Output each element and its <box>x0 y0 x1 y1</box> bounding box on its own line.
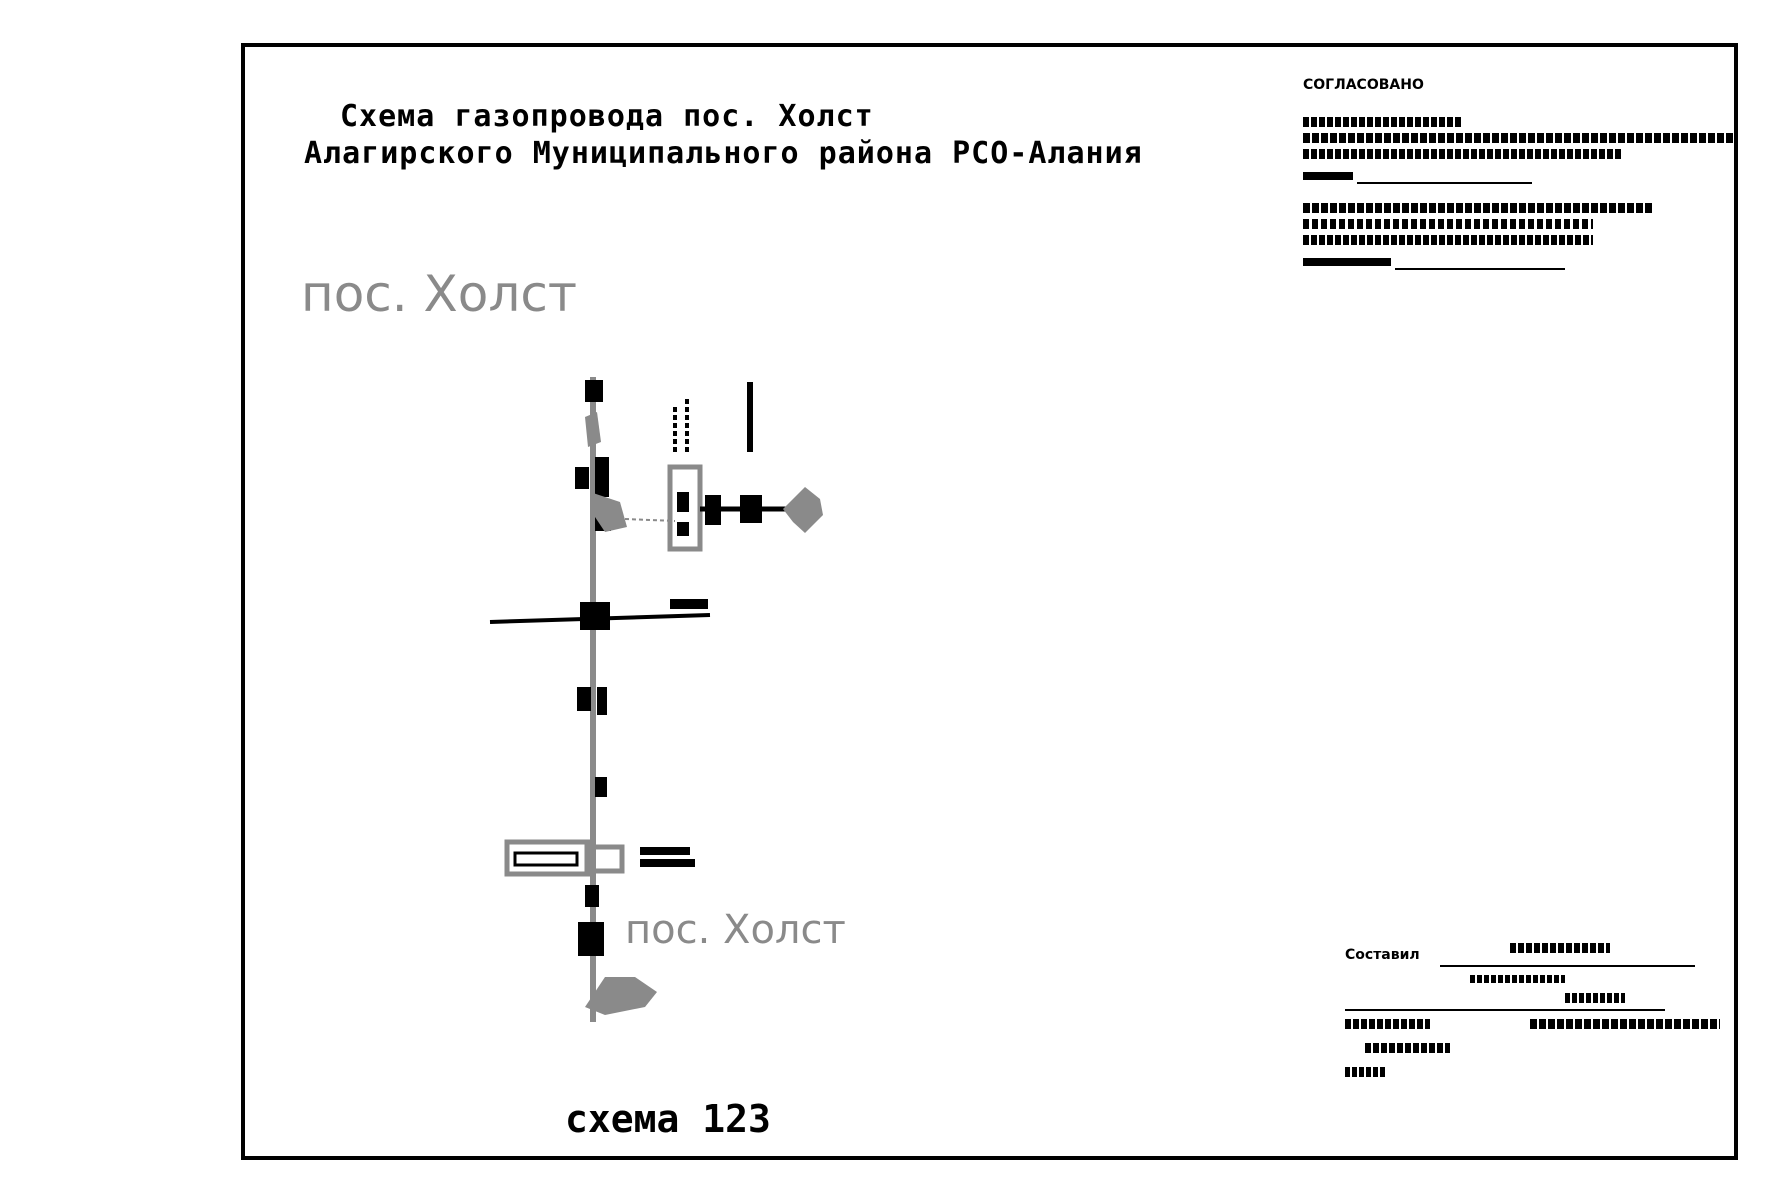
compiled-name-row <box>1345 993 1725 1019</box>
approval-illegible-line <box>1303 203 1653 213</box>
village-label-top: пос. Холст <box>301 265 577 323</box>
pipeline-schematic <box>489 377 823 1022</box>
compiled-row: Составил <box>1345 943 1725 971</box>
pipe-blob <box>585 412 601 447</box>
branch-node <box>705 495 721 525</box>
compiled-date-row <box>1345 1019 1725 1043</box>
approval-block: СОГЛАСОВАНО <box>1303 77 1733 270</box>
compiled-position-row <box>1345 971 1725 995</box>
bottom-regulator-box-2 <box>584 844 625 874</box>
branch-pipe-dashed <box>624 518 676 522</box>
bottom-regulator-inner <box>513 851 579 867</box>
pipe-blob <box>590 492 627 532</box>
approval-heading: СОГЛАСОВАНО <box>1303 77 1424 93</box>
bottom-regulator-label <box>640 859 695 867</box>
compiled-illegible-text <box>1345 1067 1385 1077</box>
pipe-end-blob <box>585 977 657 1015</box>
approval-illegible-line <box>1303 117 1463 127</box>
village-label-bottom: пос. Холст <box>625 907 846 953</box>
approval-illegible-line <box>1303 235 1593 245</box>
compiled-illegible-text <box>1365 1043 1450 1053</box>
regulator-box-inner <box>677 492 689 512</box>
pipe-node <box>585 885 599 907</box>
compiled-block: Составил <box>1345 943 1725 1091</box>
regulator-box-inner <box>677 522 689 536</box>
compiled-illegible-text <box>1470 975 1565 983</box>
junction-node <box>580 602 610 630</box>
approval-illegible-line <box>1303 149 1623 159</box>
pipe-node <box>585 380 603 402</box>
pipe-node <box>577 687 591 711</box>
title-line-2: Алагирского Муниципального района РСО-Ал… <box>304 136 1143 171</box>
compiled-extra-row <box>1345 1043 1725 1067</box>
compiled-illegible-text <box>1530 1019 1720 1029</box>
pipe-node <box>597 687 607 715</box>
junction-node-label <box>670 599 708 609</box>
approval-signature-line <box>1303 165 1733 184</box>
compiled-illegible-text <box>1565 993 1625 1003</box>
approval-signatory-1 <box>1303 117 1733 184</box>
pipe-node <box>595 777 607 797</box>
approval-signatory-2 <box>1303 203 1733 270</box>
compiled-extra-row <box>1345 1067 1725 1091</box>
compiled-illegible-text <box>1510 943 1610 953</box>
compiled-label: Составил <box>1345 947 1420 963</box>
approval-illegible-line <box>1303 219 1593 229</box>
bottom-regulator-label <box>640 847 690 855</box>
branch-end-blob <box>783 487 823 533</box>
title-line-1: Схема газопровода пос. Холст <box>340 99 874 134</box>
pipe-node <box>595 457 609 497</box>
scheme-number: схема 123 <box>565 1097 771 1141</box>
approval-illegible-line <box>1303 133 1733 143</box>
drawing-sheet: Схема газопровода пос. Холст Алагирского… <box>241 43 1738 1160</box>
pipe-node <box>575 467 589 489</box>
branch-node <box>740 495 762 523</box>
compiled-underline <box>1440 965 1695 967</box>
compiled-underline <box>1345 1009 1665 1011</box>
compiled-illegible-text <box>1345 1019 1430 1029</box>
pipe-node <box>578 922 604 956</box>
approval-signature-line <box>1303 251 1733 270</box>
